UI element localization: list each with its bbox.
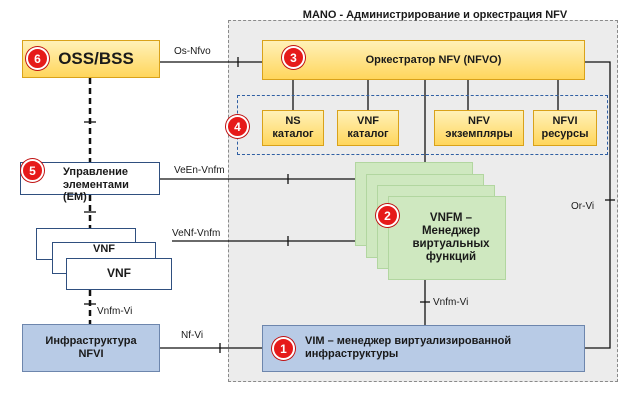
label-veen-vnfm: VeEn-Vnfm — [174, 165, 225, 176]
badge-2: 2 — [376, 204, 399, 227]
vnf-catalog-label: VNF каталог — [347, 115, 389, 140]
label-or-vi: Or-Vi — [571, 201, 595, 212]
badge-3: 3 — [282, 46, 305, 69]
nfvi-resources-block: NFVI ресурсы — [533, 110, 597, 146]
line-or-vi — [585, 61, 611, 349]
vim-block: VIM – менеджер виртуализированной инфрас… — [262, 325, 585, 372]
vnf-catalog-block: VNF каталог — [337, 110, 399, 146]
badge-4: 4 — [226, 115, 249, 138]
vim-label: VIM – менеджер виртуализированной инфрас… — [305, 335, 512, 360]
ns-catalog-label: NS каталог — [272, 115, 314, 140]
badge-5: 5 — [21, 159, 44, 182]
nfvi-label: Инфраструктура NFVI — [45, 335, 137, 360]
badge-6: 6 — [26, 47, 49, 70]
nfv-instances-block: NFV экземпляры — [434, 110, 524, 146]
em-label: Управление элементами (EM) — [63, 166, 129, 204]
em-block: Управление элементами (EM) — [20, 162, 160, 203]
vnfm-block: VNFM – Менеджер виртуальных функций — [388, 196, 506, 280]
vnfm-label: VNFM – Менеджер виртуальных функций — [412, 211, 490, 264]
label-vnfm-vi-right: Vnfm-Vi — [433, 297, 469, 308]
nfvi-block: Инфраструктура NFVI — [22, 324, 160, 372]
oss-bss-label: OSS/BSS — [58, 49, 134, 68]
nfv-instances-label: NFV экземпляры — [445, 115, 513, 140]
nfvi-resources-label: NFVI ресурсы — [541, 115, 589, 140]
label-os-nfvo: Os-Nfvo — [174, 46, 211, 57]
label-nf-vi: Nf-Vi — [181, 330, 204, 341]
label-venf-vnfm: VeNf-Vnfm — [172, 228, 221, 239]
ns-catalog-block: NS каталог — [262, 110, 324, 146]
nfvo-block: Оркестратор NFV (NFVO) — [262, 40, 585, 80]
mano-title: MANO - Администрирование и оркестрация N… — [302, 9, 568, 21]
nfvo-label: Оркестратор NFV (NFVO) — [365, 53, 502, 66]
vnf-label: VNF — [107, 266, 131, 281]
vnf-block: VNF — [66, 258, 172, 290]
badge-1: 1 — [272, 337, 295, 360]
vnf-back-label: VNF — [93, 243, 115, 255]
label-vnfm-vi-left: Vnfm-Vi — [97, 306, 133, 317]
